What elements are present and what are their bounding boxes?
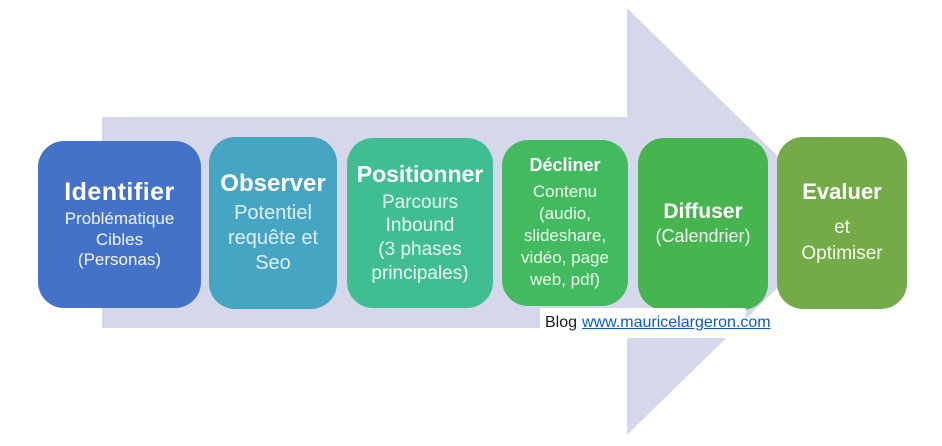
- stage-description: Potentiel requête et Seo: [227, 202, 319, 274]
- stage-title: Observer: [220, 170, 326, 197]
- stage-title: Positionner: [356, 160, 484, 187]
- stage-description: (Calendrier): [655, 226, 751, 247]
- blog-label: Blog: [545, 314, 578, 331]
- stage-box-positionner: Positionner Parcours Inbound (3 phases p…: [347, 138, 493, 308]
- stage-description: Parcours Inbound (3 phases principales): [371, 191, 469, 284]
- stage-description: Contenu (audio, slideshare, vidéo, page …: [521, 181, 609, 290]
- blog-link[interactable]: www.mauricelargeron.com: [582, 314, 771, 331]
- blog-attribution: Blog www.mauricelargeron.com: [540, 308, 771, 338]
- stage-title: Evaluer: [802, 179, 882, 205]
- stage-title: Diffuser: [663, 200, 743, 224]
- stage-box-observer: Observer Potentiel requête et Seo: [209, 137, 337, 309]
- stage-box-decliner: Décliner Contenu (audio, slideshare, vid…: [502, 140, 628, 306]
- stage-description: et Optimiser: [801, 217, 883, 264]
- stage-title: Décliner: [529, 154, 601, 175]
- stage-box-identifier: Identifier Problématique Cibles (Persona…: [38, 141, 201, 308]
- stage-box-diffuser: Diffuser (Calendrier): [638, 138, 768, 310]
- stage-title: Identifier: [64, 177, 175, 206]
- stage-description: Problématique Cibles (Personas): [64, 208, 175, 270]
- stage-box-evaluer: Evaluer et Optimiser: [777, 137, 907, 309]
